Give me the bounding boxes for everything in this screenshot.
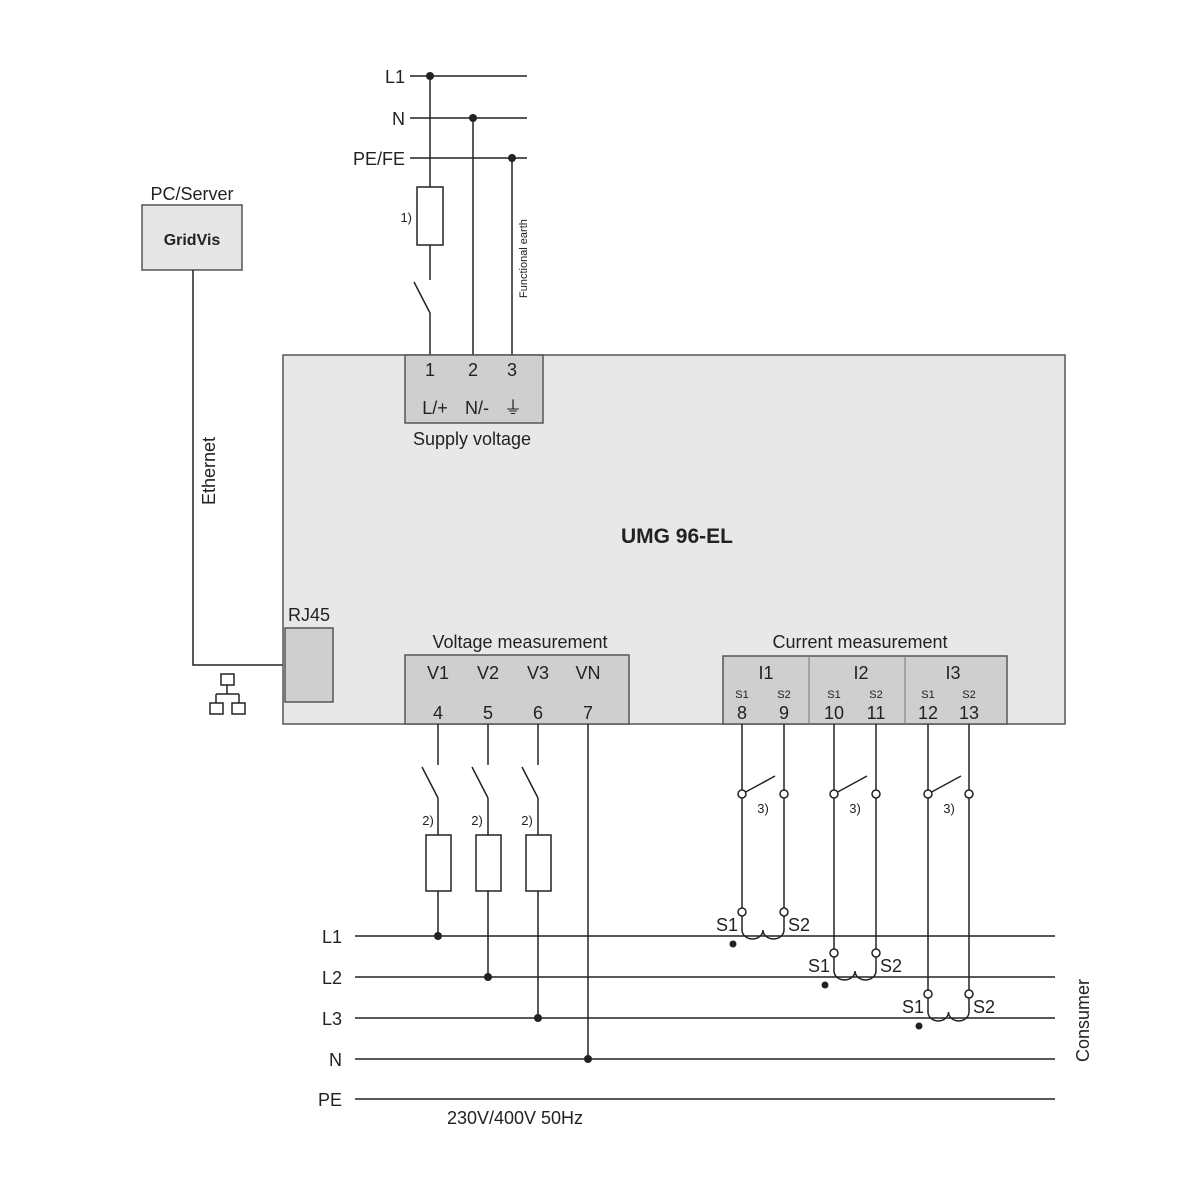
ct-s2-label: S2 [973, 997, 995, 1017]
line-label-pefe: PE/FE [353, 149, 405, 169]
v1-label: V1 [427, 663, 449, 683]
terminal-2: 2 [468, 360, 478, 380]
terminal-s2-label: S2 [869, 689, 882, 701]
fuse-note-1: 1) [400, 210, 412, 225]
supply-switch [413, 281, 431, 314]
terminal-s1-label: S1 [921, 689, 934, 701]
pc-server-label: PC/Server [150, 184, 233, 204]
bus-label-l2: L2 [322, 968, 342, 988]
voltage-terminals: V1 V2 V3 VN 4 5 6 7 [427, 663, 601, 723]
ct-s1-label: S1 [716, 915, 738, 935]
terminal-point [923, 989, 933, 999]
shorting-switch [833, 775, 868, 795]
terminal-point [779, 789, 789, 799]
terminal-5: 5 [483, 703, 493, 723]
current-measurement-label: Current measurement [772, 632, 947, 652]
rj45-label: RJ45 [288, 605, 330, 625]
line-label-n: N [392, 109, 405, 129]
switch-note: 3) [943, 801, 955, 816]
fuse-note-2: 2) [471, 813, 483, 828]
polarity-dot [821, 981, 829, 989]
voltage-terminal-block [404, 654, 630, 725]
consumer-label: Consumer [1073, 979, 1093, 1062]
functional-earth-label: Functional earth [518, 219, 530, 298]
shorting-switch [927, 775, 962, 795]
terminal-s1-label: S1 [827, 689, 840, 701]
terminal-1: 1 [425, 360, 435, 380]
ct-s1-label: S1 [902, 997, 924, 1017]
v3-label: V3 [527, 663, 549, 683]
terminal-number: 9 [779, 703, 789, 723]
supply-terminal-block [404, 354, 544, 424]
terminal-6: 6 [533, 703, 543, 723]
terminal-number: 12 [918, 703, 938, 723]
terminal-4: 4 [433, 703, 443, 723]
ethernet-cable [192, 270, 285, 666]
terminal-point [737, 907, 747, 917]
terminal-point [829, 789, 839, 799]
ct-s1-label: S1 [808, 956, 830, 976]
voltage-wiring: 2) 2) 2) [421, 724, 592, 1063]
grid-spec: 230V/400V 50Hz [447, 1108, 583, 1128]
terminal-point [871, 948, 881, 958]
terminal-point [964, 789, 974, 799]
fuse-note-2: 2) [521, 813, 533, 828]
bus-label-n: N [329, 1050, 342, 1070]
terminal-label-n: N/- [465, 398, 489, 418]
terminal-s2-label: S2 [777, 689, 790, 701]
polarity-dot [915, 1022, 923, 1030]
current-channel-label: I3 [945, 663, 960, 683]
supply-lines: L1 N PE/FE 1) Functional earth [353, 67, 530, 355]
voltage-measurement-label: Voltage measurement [432, 632, 607, 652]
v2-label: V2 [477, 663, 499, 683]
ground-icon: ⏚ [504, 398, 522, 418]
current-terminal-block [722, 655, 1008, 725]
terminal-number: 10 [824, 703, 844, 723]
vn-label: VN [575, 663, 600, 683]
terminal-number: 13 [959, 703, 979, 723]
ethernet-label: Ethernet [199, 437, 219, 505]
bus-lines: L1 L2 L3 N PE [318, 927, 1055, 1110]
switch-note: 3) [757, 801, 769, 816]
polarity-dot [729, 940, 737, 948]
bus-label-pe: PE [318, 1090, 342, 1110]
terminal-3: 3 [507, 360, 517, 380]
terminal-number: 8 [737, 703, 747, 723]
current-channel-label: I2 [853, 663, 868, 683]
gridvis-label: GridVis [164, 232, 221, 249]
terminal-point [779, 907, 789, 917]
fuse-note-2: 2) [422, 813, 434, 828]
bus-label-l3: L3 [322, 1009, 342, 1029]
current-channel-label: I1 [758, 663, 773, 683]
terminal-s2-label: S2 [962, 689, 975, 701]
bus-label-l1: L1 [322, 927, 342, 947]
terminal-point [871, 789, 881, 799]
terminal-point [964, 989, 974, 999]
terminal-point [923, 789, 933, 799]
fuse-1 [416, 186, 444, 246]
line-label-l1: L1 [385, 67, 405, 87]
supply-voltage-label: Supply voltage [413, 429, 531, 449]
shorting-switch [741, 775, 776, 795]
terminal-point [737, 789, 747, 799]
device-name: UMG 96-EL [621, 525, 733, 548]
ct-s2-label: S2 [880, 956, 902, 976]
ct-s2-label: S2 [788, 915, 810, 935]
terminal-7: 7 [583, 703, 593, 723]
switch-note: 3) [849, 801, 861, 816]
terminal-label-l: L/+ [422, 398, 448, 418]
network-icon [209, 673, 246, 715]
terminal-number: 11 [867, 703, 886, 723]
pc-server-box [141, 204, 243, 271]
terminal-point [829, 948, 839, 958]
terminal-s1-label: S1 [735, 689, 748, 701]
rj45-port [284, 627, 334, 703]
